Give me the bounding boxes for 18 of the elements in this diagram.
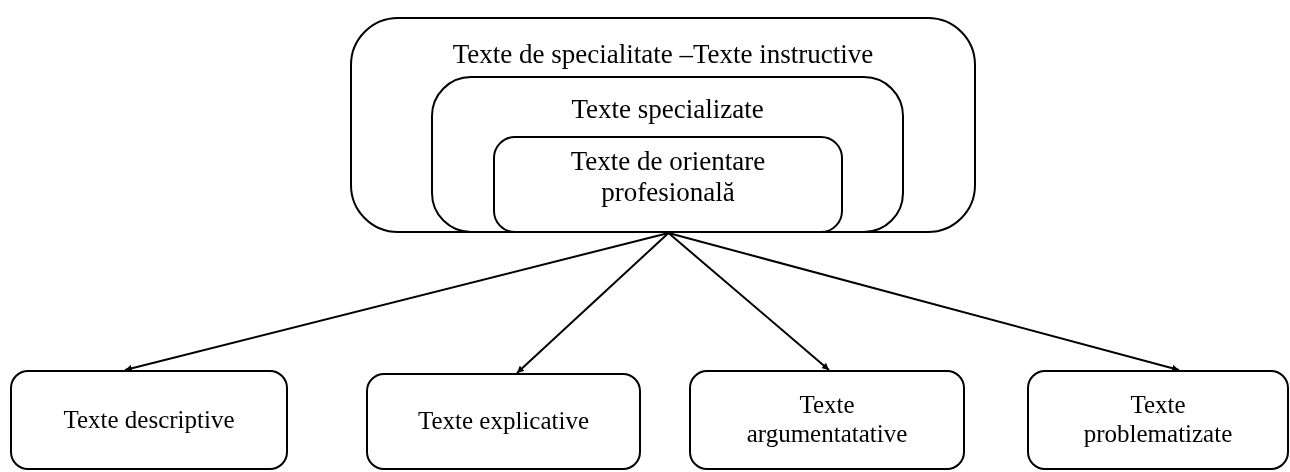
box-label: Texte de orientare profesională: [569, 146, 767, 209]
rounded-box: [431, 76, 904, 233]
box-label: Texte de specialitate –Texte instructive: [452, 39, 874, 71]
arrow: [124, 232, 670, 372]
box-label: Texte descriptive: [63, 405, 235, 435]
box-label: Texte specializate: [571, 94, 764, 126]
arrow: [516, 232, 670, 374]
rounded-box: [10, 370, 288, 470]
box-label: Texte problematizate: [1082, 391, 1234, 449]
rounded-box: [366, 373, 641, 470]
rounded-box: [350, 17, 976, 233]
arrow: [667, 232, 830, 371]
box-label: Texte argumentatative: [745, 391, 909, 449]
arrow: [667, 232, 1180, 372]
rounded-box: [493, 136, 843, 233]
box-label: Texte explicative: [417, 407, 590, 436]
rounded-box: [1027, 370, 1289, 470]
rounded-box: [689, 370, 965, 470]
